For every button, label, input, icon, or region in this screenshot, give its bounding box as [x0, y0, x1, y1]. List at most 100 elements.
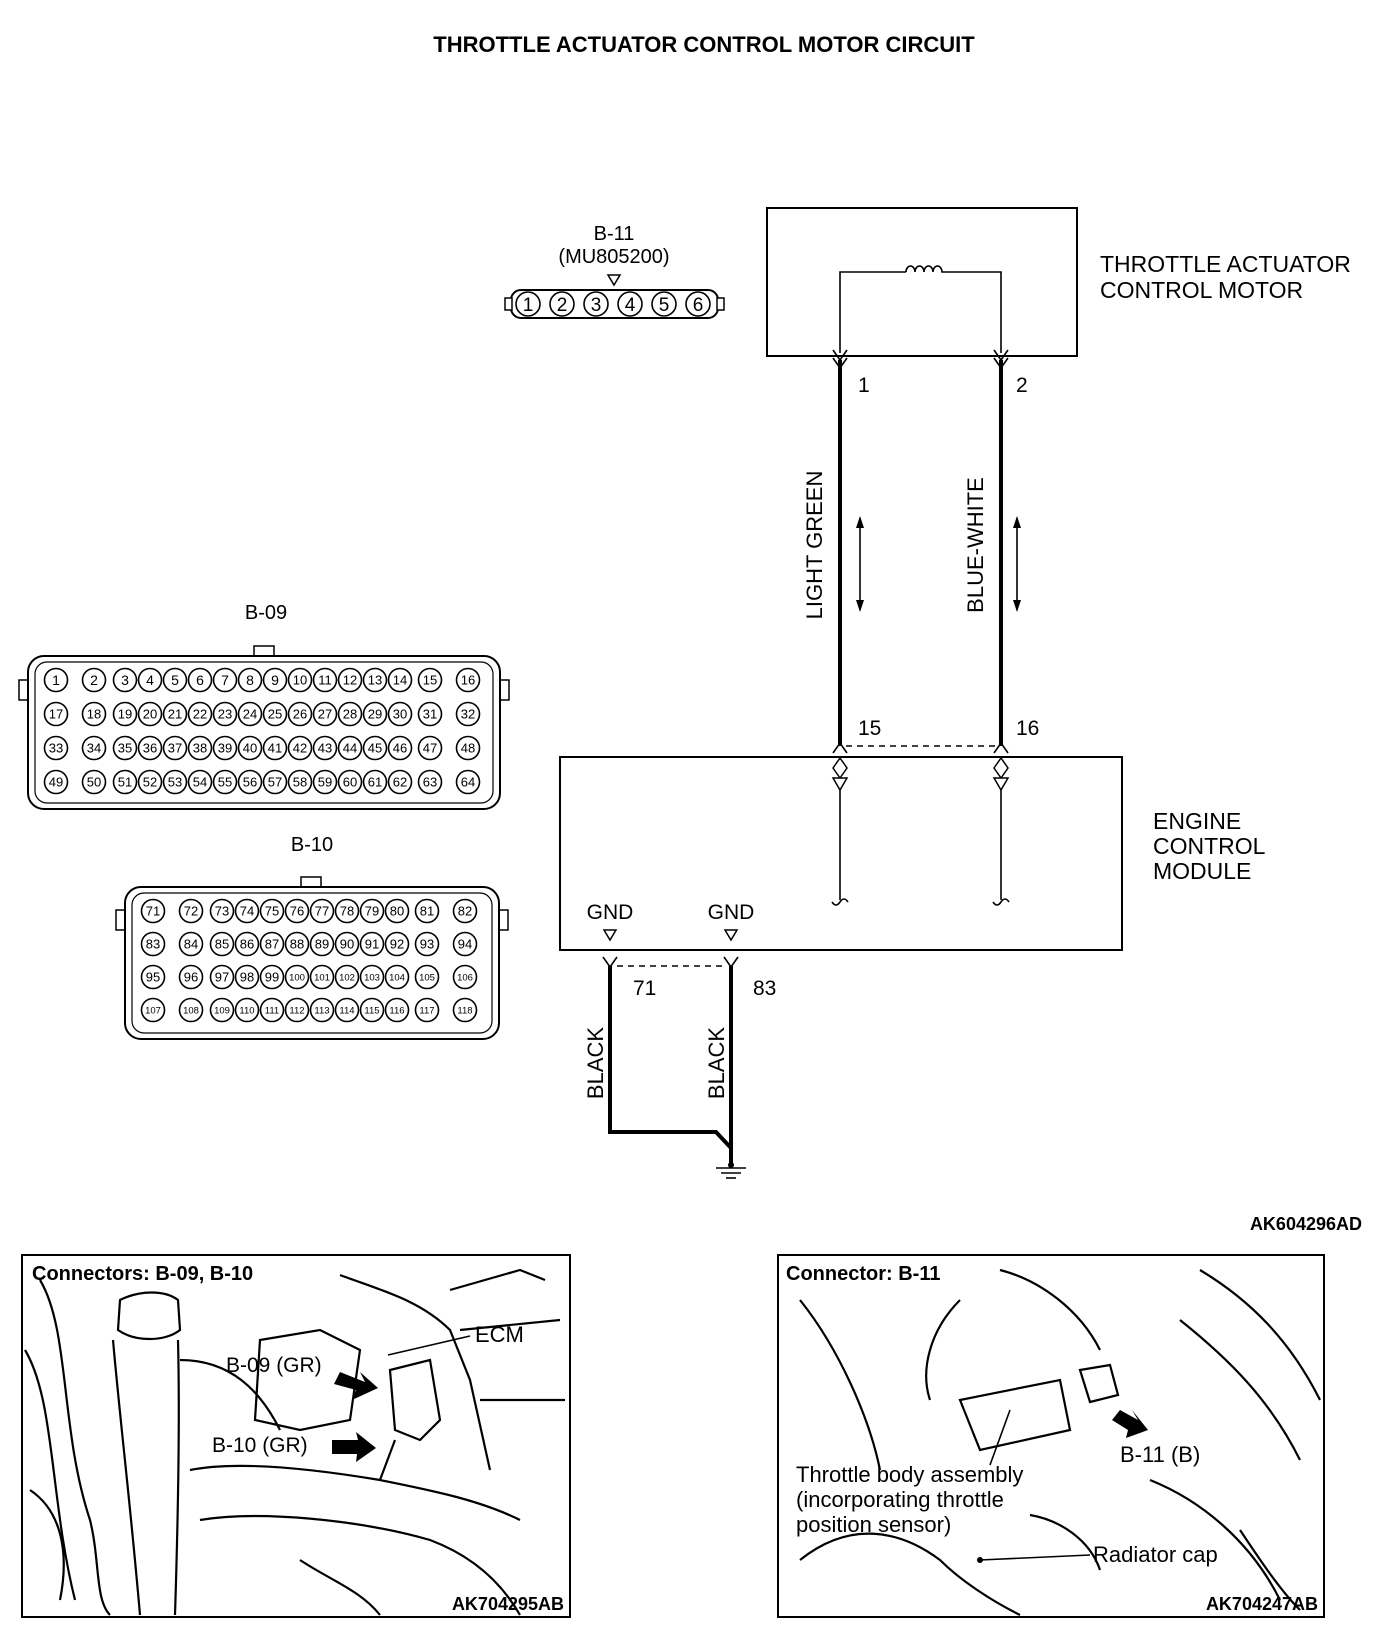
connector-pin — [287, 735, 313, 761]
connector-pin-label: 14 — [393, 673, 407, 688]
connector-pin-label: 118 — [457, 1005, 472, 1016]
connector-pin-label: 114 — [339, 1005, 354, 1016]
connector-pin-label: 24 — [243, 707, 257, 722]
connector-pin — [452, 931, 478, 957]
connector-pin — [112, 667, 138, 693]
connector-pin — [81, 735, 107, 761]
connector-pin — [309, 997, 335, 1023]
ground-wires: 71 83 BLACK BLACK — [583, 956, 776, 1179]
connector-pin-label: 16 — [461, 673, 475, 688]
connector-pin — [212, 701, 238, 727]
connector-pin-label: 5 — [171, 672, 179, 688]
connector-pin — [452, 964, 478, 990]
connector-pin — [209, 898, 235, 924]
connector-pin — [312, 701, 338, 727]
connector-pin — [262, 667, 288, 693]
photo-left-ecm-label: ECM — [475, 1322, 524, 1347]
connector-pin — [334, 931, 360, 957]
wire-color-blue-white: BLUE-WHITE — [963, 477, 988, 613]
connector-pin-label: 96 — [184, 970, 198, 985]
connector-pin — [112, 769, 138, 795]
connector-pin-label: 73 — [215, 904, 229, 919]
connector-pin-label: 80 — [390, 904, 404, 919]
connector-pin-label: 40 — [243, 741, 257, 756]
connector-pin-label: 47 — [423, 741, 437, 756]
connector-pin-label: 76 — [290, 904, 304, 919]
pin-1-label: 1 — [858, 374, 870, 397]
connector-pin — [237, 735, 263, 761]
connector-pin — [137, 667, 163, 693]
signal-arrow-a — [856, 516, 864, 612]
connector-pin — [359, 931, 385, 957]
photo-left-b10-label: B-10 (GR) — [212, 1434, 308, 1457]
connector-pin-label: 6 — [196, 672, 204, 688]
connector-pin-label: 74 — [240, 904, 254, 919]
connector-pin — [140, 931, 166, 957]
connector-pin-label: 88 — [290, 937, 304, 952]
motor-coil — [905, 265, 944, 273]
pin-71-label: 71 — [633, 977, 656, 1000]
connector-pin — [187, 735, 213, 761]
connector-pin — [384, 964, 410, 990]
connector-pin-label: 98 — [240, 970, 254, 985]
connector-pin — [455, 735, 481, 761]
connector-pin — [549, 291, 575, 317]
wire-light-green — [832, 349, 848, 754]
connector-pin — [43, 769, 69, 795]
connector-pin-label: 55 — [218, 775, 232, 790]
connector-pin — [234, 964, 260, 990]
connector-pin-label: 46 — [393, 741, 407, 756]
connector-pin-label: 95 — [146, 970, 160, 985]
connector-b09-name: B-09 — [245, 602, 287, 624]
connector-pin — [362, 769, 388, 795]
photo-right-throttle-line1: Throttle body assembly — [796, 1462, 1023, 1487]
connector-pin-label: 31 — [423, 707, 437, 722]
wire-color-black-1: BLACK — [583, 1027, 608, 1099]
connector-pin-label: 10 — [293, 673, 307, 688]
connector-pin — [259, 997, 285, 1023]
connector-pin — [178, 997, 204, 1023]
connector-pin-label: 84 — [184, 937, 198, 952]
connector-pin-label: 83 — [146, 937, 160, 952]
connector-pin-label: 37 — [168, 741, 182, 756]
photo-left-b10-arrow — [332, 1432, 376, 1462]
photo-left-b09-label: B-09 (GR) — [226, 1354, 322, 1377]
connector-pin-label: 92 — [390, 937, 404, 952]
connector-pin — [162, 701, 188, 727]
connector-pin — [651, 291, 677, 317]
connector-pin — [262, 735, 288, 761]
connector-pin-label: 34 — [87, 741, 101, 756]
connector-pin-label: 49 — [49, 775, 63, 790]
connector-pin — [583, 291, 609, 317]
connector-pin-label: 28 — [343, 707, 357, 722]
connector-pin-label: 41 — [268, 741, 282, 756]
connector-pin-label: 94 — [458, 937, 472, 952]
connector-pin — [417, 735, 443, 761]
connector-pin — [43, 667, 69, 693]
connector-pin-label: 11 — [318, 673, 332, 688]
connector-pin — [212, 667, 238, 693]
motor-label-line1: THROTTLE ACTUATOR — [1100, 251, 1351, 277]
connector-pin — [234, 898, 260, 924]
connector-pin-label: 111 — [265, 1005, 279, 1016]
connector-pin-label: 1 — [523, 295, 534, 316]
connector-pin — [212, 735, 238, 761]
connector-pin — [685, 291, 711, 317]
wire-blue-white — [993, 349, 1009, 754]
connector-pin — [452, 898, 478, 924]
connector-b11-name: B-11 — [594, 223, 635, 245]
connector-pin — [287, 701, 313, 727]
connector-pin — [237, 769, 263, 795]
connector-pin-label: 105 — [419, 972, 435, 983]
connector-pin — [284, 898, 310, 924]
connector-pin — [43, 735, 69, 761]
connector-pin-label: 4 — [146, 672, 154, 688]
connector-pin-label: 79 — [365, 904, 379, 919]
connector-pin-label: 58 — [293, 775, 307, 790]
connector-pin — [384, 931, 410, 957]
connector-pin — [234, 997, 260, 1023]
photo-right-code: AK704247AB — [1206, 1594, 1318, 1614]
connector-pin — [312, 667, 338, 693]
